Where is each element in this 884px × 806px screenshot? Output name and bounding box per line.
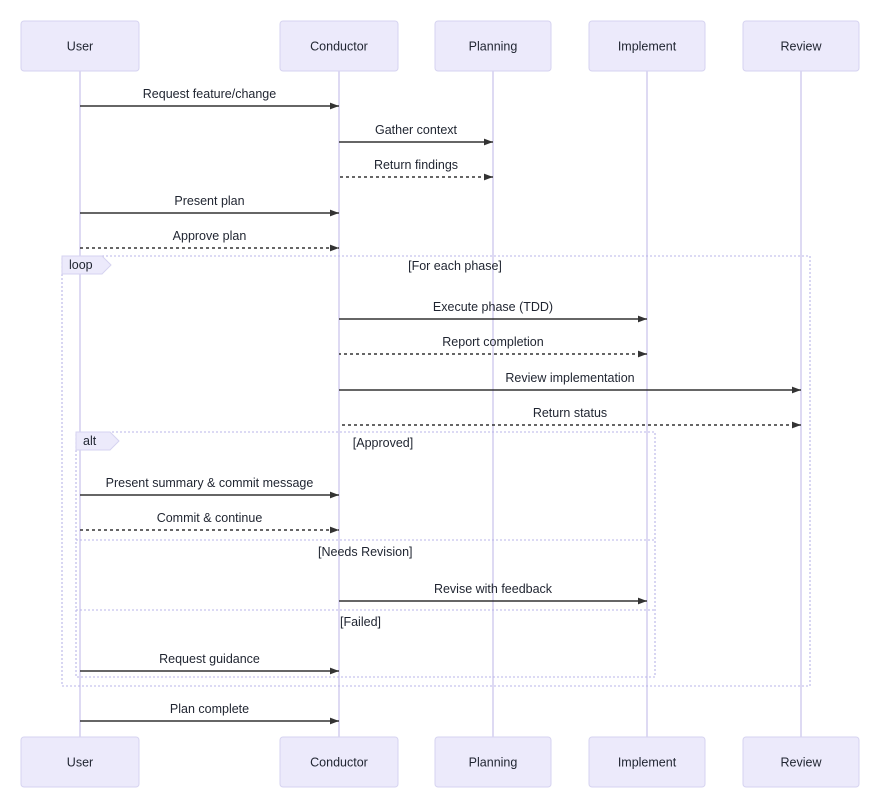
actor-label-review-top: Review bbox=[781, 39, 823, 53]
actor-box-review-bottom[interactable] bbox=[742, 736, 860, 788]
alt-block-condition-failed: [Failed] bbox=[340, 615, 381, 629]
alt-block-tab bbox=[75, 431, 120, 451]
actor-label-planning-bottom: Planning bbox=[469, 755, 518, 769]
lifelines-group bbox=[79, 71, 802, 737]
message-label-m3: Return findings bbox=[374, 158, 458, 172]
actor-box-conductor-bottom[interactable] bbox=[279, 736, 399, 788]
message-label-m12: Revise with feedback bbox=[434, 582, 553, 596]
actor-label-planning-top: Planning bbox=[469, 39, 518, 53]
actor-label-review-bottom: Review bbox=[781, 755, 823, 769]
blocks-group: loop [For each phase] alt [Approved] [Needs … bbox=[61, 255, 811, 687]
alt-block-condition-needs-revision: [Needs Revision] bbox=[318, 545, 413, 559]
actor-boxes-bottom: User Conductor Planning Implement Review bbox=[20, 736, 860, 788]
message-label-m14: Plan complete bbox=[170, 702, 249, 716]
actor-box-user-bottom[interactable] bbox=[20, 736, 140, 788]
message-label-m13: Request guidance bbox=[159, 652, 260, 666]
message-label-m5: Approve plan bbox=[173, 229, 247, 243]
loop-block-tab bbox=[61, 255, 112, 275]
actor-label-conductor-top: Conductor bbox=[310, 39, 368, 53]
alt-block-frame bbox=[75, 431, 656, 678]
message-label-m6: Execute phase (TDD) bbox=[433, 300, 553, 314]
message-label-m8: Review implementation bbox=[505, 371, 634, 385]
message-label-m11: Commit & continue bbox=[157, 511, 263, 525]
actor-label-user-bottom: User bbox=[67, 755, 93, 769]
loop-block-tab-label: loop bbox=[69, 258, 93, 272]
message-label-m7: Report completion bbox=[442, 335, 543, 349]
actor-boxes-top: User Conductor Planning Implement Review bbox=[20, 20, 860, 72]
message-label-m4: Present plan bbox=[174, 194, 244, 208]
loop-block-condition: [For each phase] bbox=[408, 259, 502, 273]
actor-box-implement-top[interactable] bbox=[588, 20, 706, 72]
actor-box-conductor-top[interactable] bbox=[279, 20, 399, 72]
actor-box-user-top[interactable] bbox=[20, 20, 140, 72]
alt-block-condition: [Approved] bbox=[353, 436, 413, 450]
actor-label-implement-top: Implement bbox=[618, 39, 677, 53]
message-label-m2: Gather context bbox=[375, 123, 458, 137]
actor-label-implement-bottom: Implement bbox=[618, 755, 677, 769]
loop-block-frame bbox=[61, 255, 811, 687]
actor-box-planning-bottom[interactable] bbox=[434, 736, 552, 788]
actor-box-planning-top[interactable] bbox=[434, 20, 552, 72]
actor-box-implement-bottom[interactable] bbox=[588, 736, 706, 788]
message-label-m1: Request feature/change bbox=[143, 87, 276, 101]
message-label-m9: Return status bbox=[533, 406, 607, 420]
actor-box-review-top[interactable] bbox=[742, 20, 860, 72]
message-label-m10: Present summary & commit message bbox=[106, 476, 314, 490]
actor-label-user-top: User bbox=[67, 39, 93, 53]
actor-label-conductor-bottom: Conductor bbox=[310, 755, 368, 769]
alt-block-tab-label: alt bbox=[83, 434, 97, 448]
